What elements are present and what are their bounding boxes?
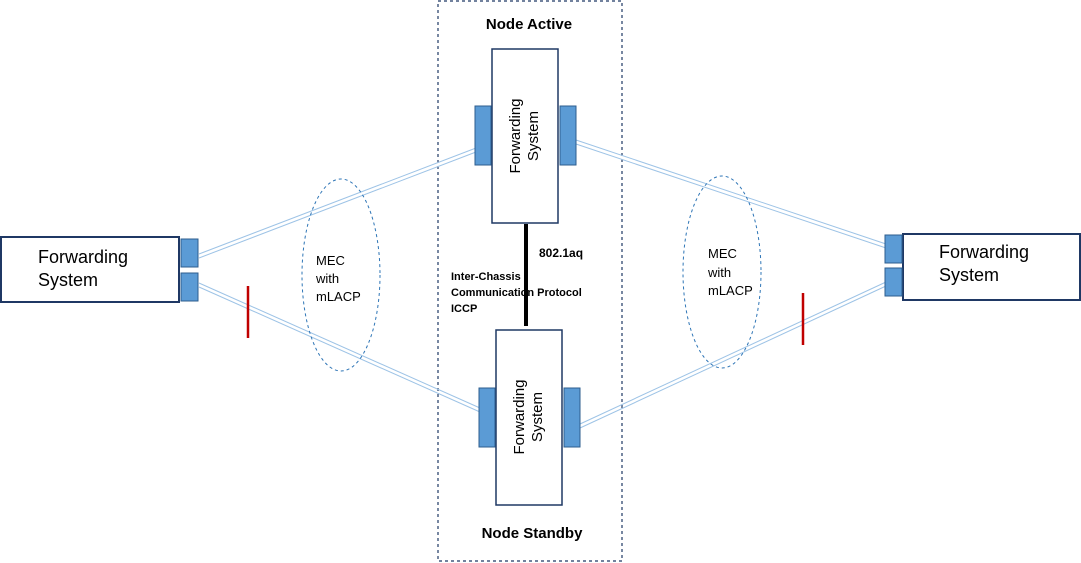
mec-left-line1: MEC	[316, 253, 345, 268]
mec-right-line2: with	[707, 265, 731, 280]
protocol-label: 802.1aq	[539, 246, 583, 260]
active-port-right	[559, 105, 577, 166]
standby-port-left	[478, 387, 496, 448]
standby-system-label-line2: System	[529, 392, 546, 442]
mec-left-line3: mLACP	[316, 289, 361, 304]
left-port-lower	[180, 272, 199, 302]
left-forwarding-system[interactable]: Forwarding System	[0, 236, 180, 303]
right-forwarding-system[interactable]: Forwarding System	[902, 233, 1081, 301]
active-forwarding-system[interactable]: Forwarding System	[491, 48, 559, 224]
left-system-label-line1: Forwarding	[38, 247, 128, 267]
right-port-lower	[884, 267, 903, 297]
mec-ellipse-left	[301, 178, 381, 372]
active-port-left	[474, 105, 492, 166]
iccp-label-line3: ICCP	[451, 303, 477, 315]
node-standby-title: Node Standby	[482, 525, 583, 542]
active-system-label-line1: Forwarding	[507, 98, 524, 173]
mec-right-line3: mLACP	[708, 283, 753, 298]
standby-system-label-line1: Forwarding	[511, 379, 528, 454]
mec-left-line2: with	[315, 271, 339, 286]
left-system-label-line2: System	[38, 270, 98, 290]
mec-ellipse-right	[682, 175, 762, 369]
active-system-label-line2: System	[525, 111, 542, 161]
node-active-title: Node Active	[486, 16, 572, 33]
link-active-to-right	[575, 139, 887, 249]
mec-right-line1: MEC	[708, 246, 737, 261]
standby-port-right	[563, 387, 581, 448]
left-port-upper	[180, 238, 199, 268]
link-left-to-active	[198, 147, 477, 259]
standby-forwarding-system[interactable]: Forwarding System	[495, 329, 563, 506]
iccp-label-line1: Inter-Chassis	[451, 271, 521, 283]
iccp-label-line2: Communication Protocol	[451, 287, 582, 299]
link-left-to-standby	[198, 282, 481, 413]
right-system-label-line2: System	[939, 265, 999, 285]
node-pair-container	[437, 0, 623, 562]
right-port-upper	[884, 234, 903, 264]
link-standby-to-right	[579, 281, 887, 429]
right-system-label-line1: Forwarding	[939, 242, 1029, 262]
